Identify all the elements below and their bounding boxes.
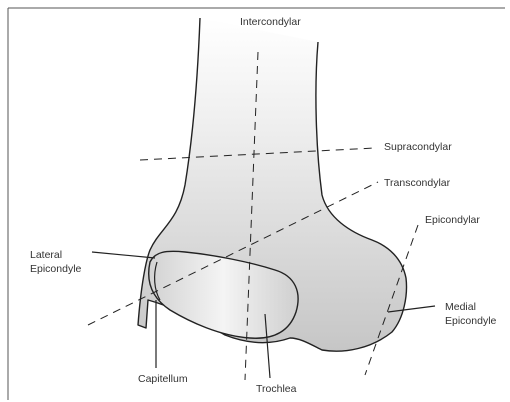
supracondylar-label: Supracondylar bbox=[384, 141, 452, 153]
epicondylar-label: Epicondylar bbox=[425, 214, 480, 226]
intercondylar-label: Intercondylar bbox=[240, 16, 301, 28]
lateral-epicondyle-label-line2: Epicondyle bbox=[30, 263, 82, 275]
lateral-epicondyle-leader bbox=[92, 252, 155, 258]
medial-epicondyle-label-line1: Medial bbox=[445, 301, 476, 313]
medial-epicondyle-label-line2: Epicondyle bbox=[445, 315, 497, 327]
transcondylar-label: Transcondylar bbox=[384, 177, 451, 189]
capitellum-label: Capitellum bbox=[138, 373, 188, 385]
trochlea-label: Trochlea bbox=[256, 383, 297, 395]
lateral-epicondyle-label-line1: Lateral bbox=[30, 249, 62, 261]
